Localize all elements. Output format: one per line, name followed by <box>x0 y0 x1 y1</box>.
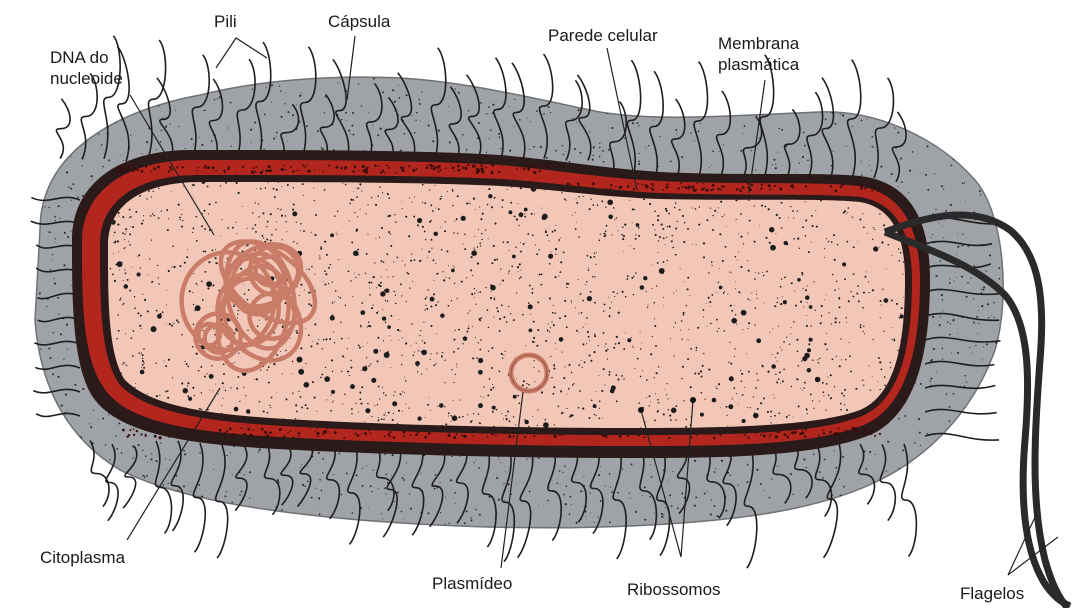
label-membrane-line2: plasmática <box>718 55 799 75</box>
label-pili: Pili <box>214 12 237 32</box>
label-cytoplasm: Citoplasma <box>40 548 125 568</box>
label-membrane-line1: Membrana <box>718 34 799 54</box>
label-capsule: Cápsula <box>328 12 390 32</box>
label-flagella: Flagelos <box>960 584 1024 604</box>
label-cell-wall: Parede celular <box>548 26 658 46</box>
label-dna-line1: DNA do <box>50 48 109 68</box>
label-dna-line2: nucleoide <box>50 69 123 89</box>
ribosome-dot <box>690 397 696 403</box>
ribosome-dot <box>638 407 644 413</box>
label-ribosomes: Ribossomos <box>627 580 721 600</box>
pili-bracket <box>216 38 267 68</box>
label-plasmid: Plasmídeo <box>432 574 512 594</box>
